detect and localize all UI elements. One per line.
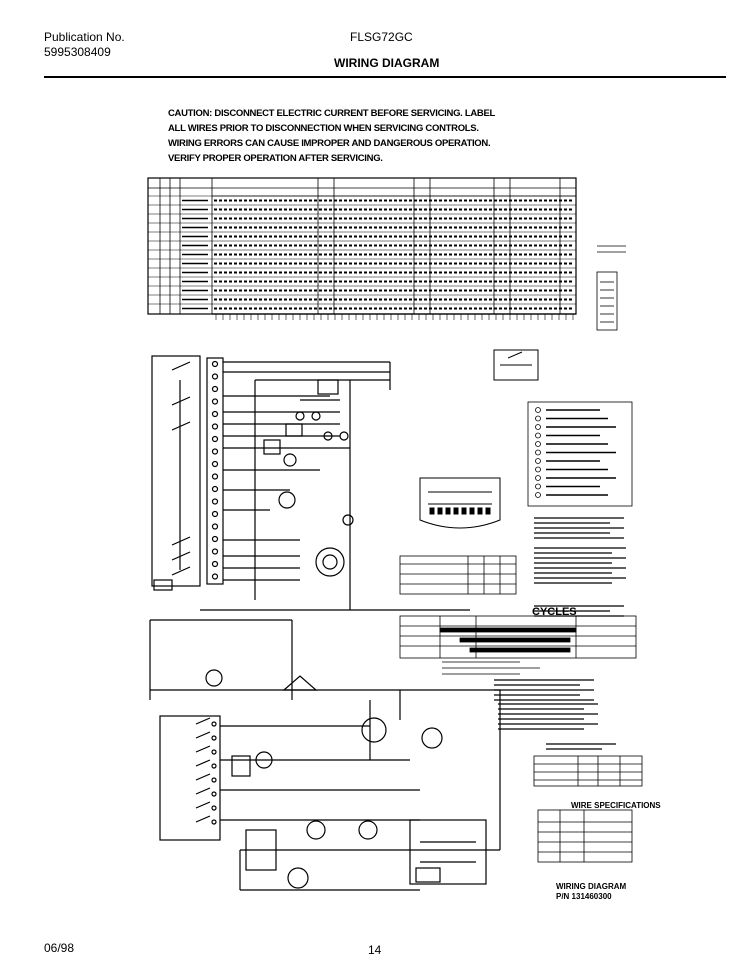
terminal-pin — [211, 523, 219, 530]
connector-pin — [429, 507, 435, 515]
chart-legend-box — [596, 245, 626, 331]
footer-date: 06/98 — [44, 941, 75, 955]
timer-contact — [195, 759, 211, 767]
cycles-title: CYCLES — [532, 606, 577, 618]
publication-label: Publication No. — [44, 30, 125, 44]
pressure-switch — [493, 349, 539, 381]
legend-symbol — [535, 449, 541, 456]
timer-contact — [195, 815, 211, 823]
legend-symbol — [535, 475, 541, 481]
terminal-pin — [211, 485, 219, 493]
connector-pin — [453, 507, 459, 515]
connector-pin — [437, 507, 443, 515]
wire-spec-table — [537, 809, 633, 863]
caution-notice: CAUTION: DISCONNECT ELECTRIC CURRENT BEF… — [168, 108, 496, 164]
page-title: WIRING DIAGRAM — [334, 56, 440, 70]
timer-contact — [195, 787, 211, 795]
cycles-table — [399, 615, 637, 675]
terminal-pin — [211, 373, 219, 380]
timer-contact — [195, 773, 211, 781]
legend-symbol — [535, 458, 541, 464]
terminal-pin — [211, 398, 219, 405]
connector-pin — [485, 507, 491, 515]
timer-terminal — [211, 721, 217, 727]
connector-pin — [477, 507, 483, 515]
terminal-pin — [211, 560, 219, 568]
legend-symbol — [535, 415, 541, 422]
header-rule — [44, 76, 726, 78]
terminal-pin — [211, 423, 219, 430]
timer-terminal — [211, 735, 217, 741]
timer-contact — [195, 731, 211, 739]
timer-terminal — [211, 805, 217, 811]
diagram-footer: WIRING DIAGRAM P/N 131460300 — [556, 882, 626, 902]
terminal-pin — [211, 448, 219, 455]
motor-connector-block — [419, 477, 501, 529]
timer-contact — [195, 717, 211, 725]
terminal-pin — [211, 498, 219, 505]
legend-symbol — [535, 441, 541, 447]
timer-terminal — [211, 791, 217, 797]
legend-symbol — [535, 466, 541, 473]
terminal-pin — [211, 573, 219, 580]
timer-contact — [195, 801, 211, 809]
page-number: 14 — [368, 943, 382, 957]
terminal-pin — [211, 410, 219, 418]
legend-symbol — [535, 407, 541, 413]
timer-terminal — [211, 749, 217, 755]
connector-pin — [469, 507, 475, 515]
terminal-pin — [211, 360, 219, 368]
timer-terminal — [211, 819, 217, 825]
symbol-legend — [527, 401, 633, 507]
legend-symbol — [535, 432, 541, 439]
console-schematic — [151, 355, 470, 611]
terminal-pin — [211, 548, 219, 555]
diagram-footer-title: WIRING DIAGRAM — [556, 882, 627, 891]
legend-symbol — [535, 424, 541, 430]
selector-switch-table — [533, 755, 643, 787]
timer-contact — [195, 745, 211, 753]
terminal-pin — [211, 435, 219, 443]
timer-sequence-chart — [147, 177, 577, 320]
sequence-table — [399, 555, 517, 595]
legend-symbol — [535, 483, 541, 490]
model-number: FLSG72GC — [350, 30, 413, 44]
terminal-pin — [211, 473, 219, 480]
terminal-pin — [211, 510, 219, 518]
terminal-pin — [211, 460, 219, 468]
connector-pin — [461, 507, 467, 515]
publication-number: 5995308409 — [44, 45, 111, 59]
timer-terminal — [211, 763, 217, 769]
terminal-pin — [211, 535, 219, 543]
diagram-footer-part-number: P/N 131460300 — [556, 892, 612, 901]
timer-terminal — [211, 777, 217, 783]
wire-specifications-title: WIRE SPECIFICATIONS — [571, 801, 661, 810]
ignition-schematic — [149, 619, 501, 891]
notes-blocks — [494, 517, 626, 750]
terminal-pin — [211, 385, 219, 393]
connector-pin — [445, 507, 451, 515]
legend-symbol — [535, 492, 541, 498]
